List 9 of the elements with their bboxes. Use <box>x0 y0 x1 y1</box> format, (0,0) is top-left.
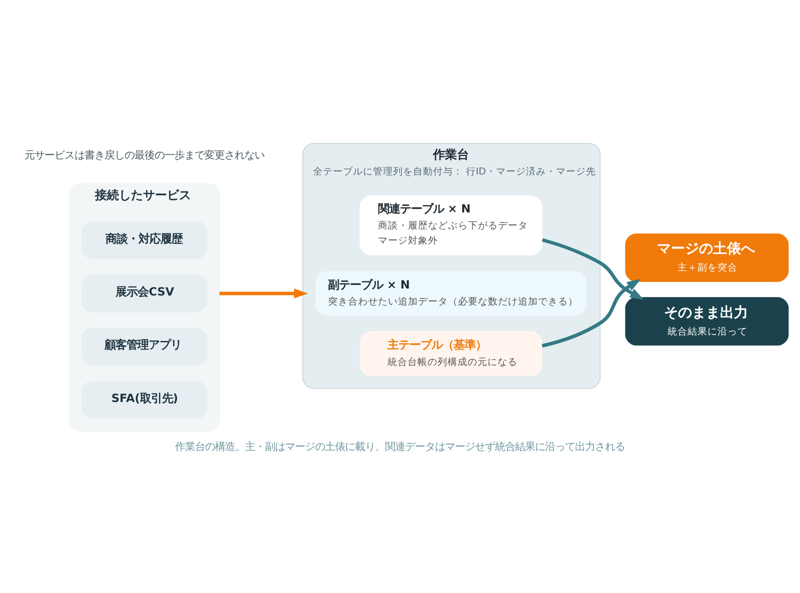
node-box: 関連テーブル × N 商談・履歴などぶら下がるデータ マージ対象外 <box>360 196 542 256</box>
label: 元サービスは書き戻しの最後の一歩まで変更されない <box>24 149 265 162</box>
arrow <box>542 238 644 300</box>
caption: 作業台の構造。主・副はマージの土俵に載り、関連データはマージせず統合結果に沿って出力される <box>175 441 625 454</box>
arrow <box>220 288 308 298</box>
node-box: そのまま出力 統合結果に沿って <box>625 297 789 346</box>
node-box: マージの土俵へ 主＋副を突合 <box>625 234 789 282</box>
node-box: 主テーブル（基準） 統合台帳の列構成の元になる <box>360 331 542 376</box>
arrow <box>542 278 641 348</box>
